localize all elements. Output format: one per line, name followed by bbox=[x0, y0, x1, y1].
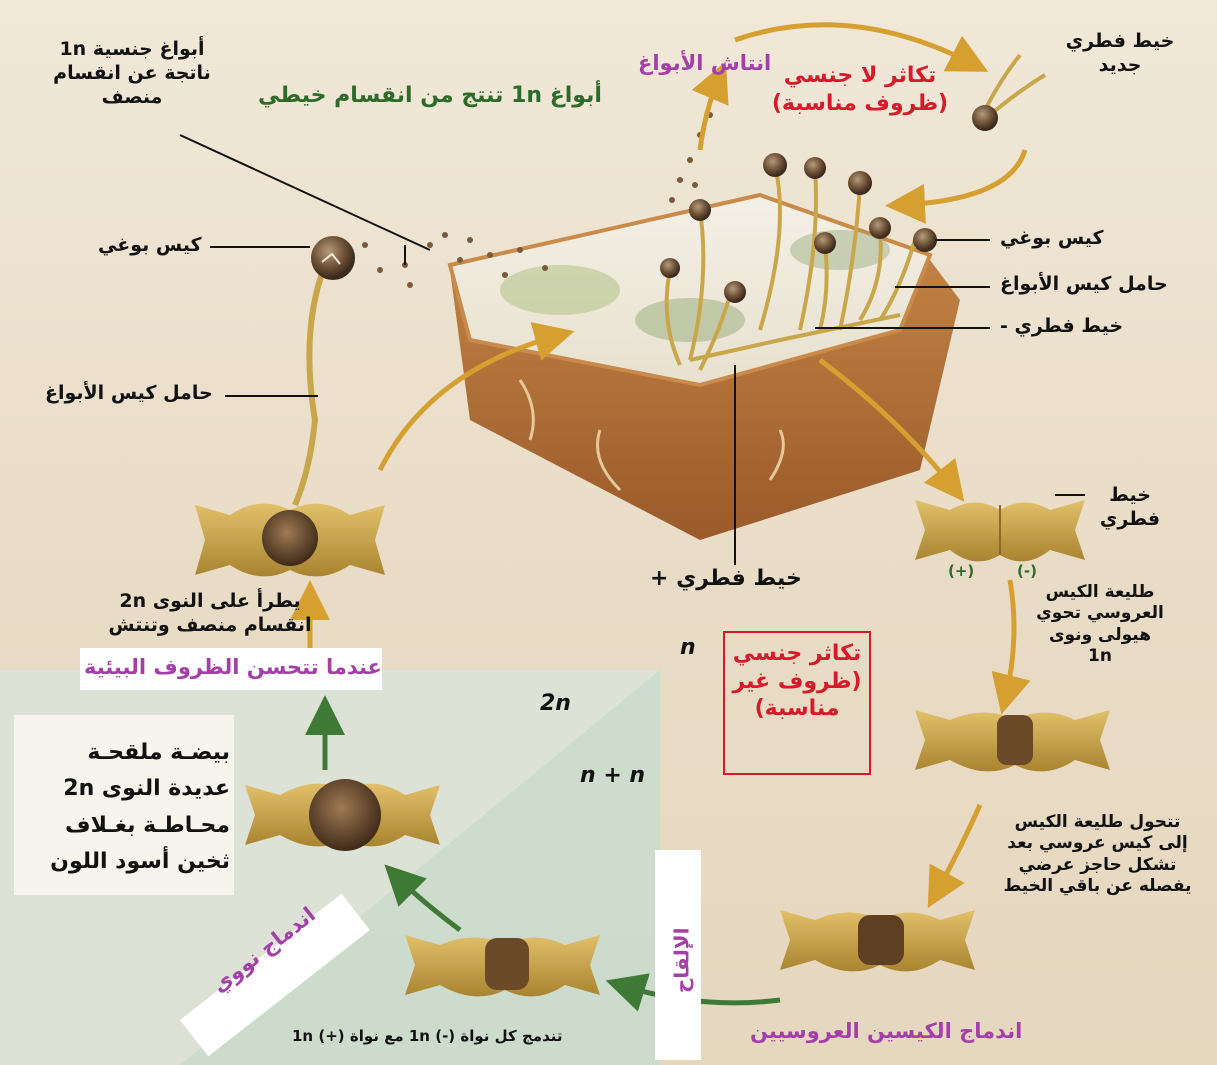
spore-dispersal-label: انتاش الأبواغ bbox=[638, 50, 771, 76]
sexual-spores-label: أبواغ جنسية 1n ناتجة عن انقسام منصف bbox=[22, 38, 242, 109]
conditions-improve-label: عندما تتحسن الظروف البيئية bbox=[84, 654, 382, 680]
germinating-spore bbox=[972, 55, 1045, 131]
two-n-label: 2n bbox=[540, 690, 571, 718]
minus-sign-label: (-) bbox=[1017, 562, 1037, 581]
gametangia-fusing bbox=[780, 910, 975, 971]
gametangia-fusion-label: اندماج الكيسين العروسيين bbox=[750, 1018, 1022, 1044]
sexual-repro-label: تكاثر جنسي (ظروف غير مناسبة) bbox=[726, 640, 868, 723]
gametangia-right-mid bbox=[915, 710, 1110, 771]
n-label: n bbox=[680, 634, 696, 662]
new-hypha-label: خيط فطري جديد bbox=[1050, 30, 1190, 78]
asexual-repro-label: تكاثر لا جنسي (ظروف مناسبة) bbox=[760, 62, 960, 117]
sporangium-left-label: كيس بوغي bbox=[98, 234, 202, 258]
sporangium-right-label: كيس بوغي bbox=[1000, 227, 1104, 251]
left-sporangiophore bbox=[295, 236, 355, 505]
gametangium-forms-label: تتحول طليعة الكيس إلى كيس عروسي بعد تشكل… bbox=[985, 812, 1210, 897]
fertilization-label: الإلقاح bbox=[670, 928, 695, 988]
n-plus-n-label: n + n bbox=[580, 762, 645, 790]
hypha-plus-label: خيط فطري + bbox=[650, 565, 802, 593]
hypha-right-label: خيط فطري bbox=[1095, 484, 1165, 532]
sporangiophore-right-label: حامل كيس الأبواغ bbox=[1000, 273, 1168, 297]
hypha-minus-label: خيط فطري - bbox=[1000, 315, 1123, 339]
nuclei-fuse-label: تندمج كل نواة (-) 1n مع نواة (+) 1n bbox=[292, 1027, 563, 1046]
sporangiophore-left-label: حامل كيس الأبواغ bbox=[45, 382, 213, 406]
mitotic-spores-label: أبواغ 1n تنتج من انقسام خيطي bbox=[258, 82, 602, 110]
plus-sign-label: (+) bbox=[948, 562, 974, 581]
meiosis-note-label: يطرأ على النوى 2n انقسام منصف وتنتش bbox=[95, 590, 325, 638]
zygospore-top-left bbox=[195, 504, 385, 577]
progametangium-label: طليعة الكيس العروسي تحوي هيولى ونوى 1n bbox=[1020, 582, 1180, 667]
progametangia-right bbox=[915, 500, 1085, 561]
zygote-desc-label: بيضـة ملقحـة عديدة النوى 2n محـاطـة بغـل… bbox=[20, 735, 230, 880]
